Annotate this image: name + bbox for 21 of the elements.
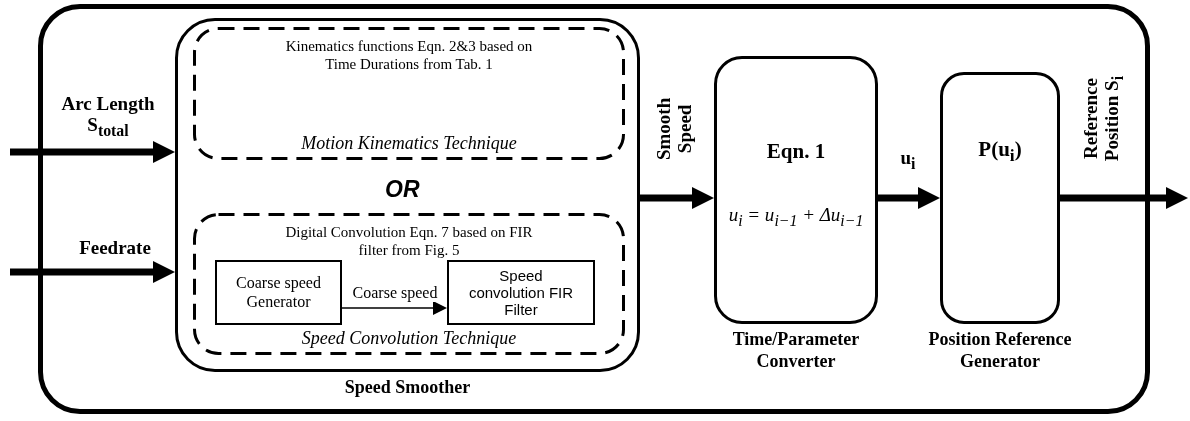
block-caption: Position Reference Generator — [927, 329, 1073, 373]
description-text: Digital Convolution Eqn. 7 based on FIR filter from Fig. 5 — [284, 223, 534, 259]
outer-frame — [38, 4, 1150, 414]
edge-label: Arc Length S$_{total}$ — [60, 94, 156, 140]
technique-title: Motion Kinematics Technique — [301, 133, 517, 154]
process-box: Coarse speed Generator — [215, 260, 342, 325]
arrow — [341, 301, 447, 315]
edge-label: u$_{i}$ — [899, 148, 917, 173]
block-caption: Time/Parameter Converter — [731, 329, 861, 373]
block-caption: Speed Smoother — [343, 377, 472, 399]
block-heading: Eqn. 1 — [766, 139, 826, 164]
description-text: Kinematics functions Eqn. 2&3 based on Time Durations from Tab. 1 — [284, 37, 534, 73]
edge-label: Feedrate — [78, 238, 152, 259]
alternative-label: OR — [385, 176, 420, 203]
dashed-box — [193, 27, 625, 160]
dashed-box — [193, 213, 625, 355]
equation: u$_{i}$ = u$_{i−1}$ + Δu$_{i−1}$ — [728, 204, 864, 230]
edge-label: Smooth Speed — [654, 96, 696, 163]
block-heading: P(u$_{i}$) — [978, 137, 1022, 167]
technique-title: Speed Convolution Technique — [301, 328, 517, 349]
process-box: Speed convolution FIR Filter — [447, 260, 595, 325]
